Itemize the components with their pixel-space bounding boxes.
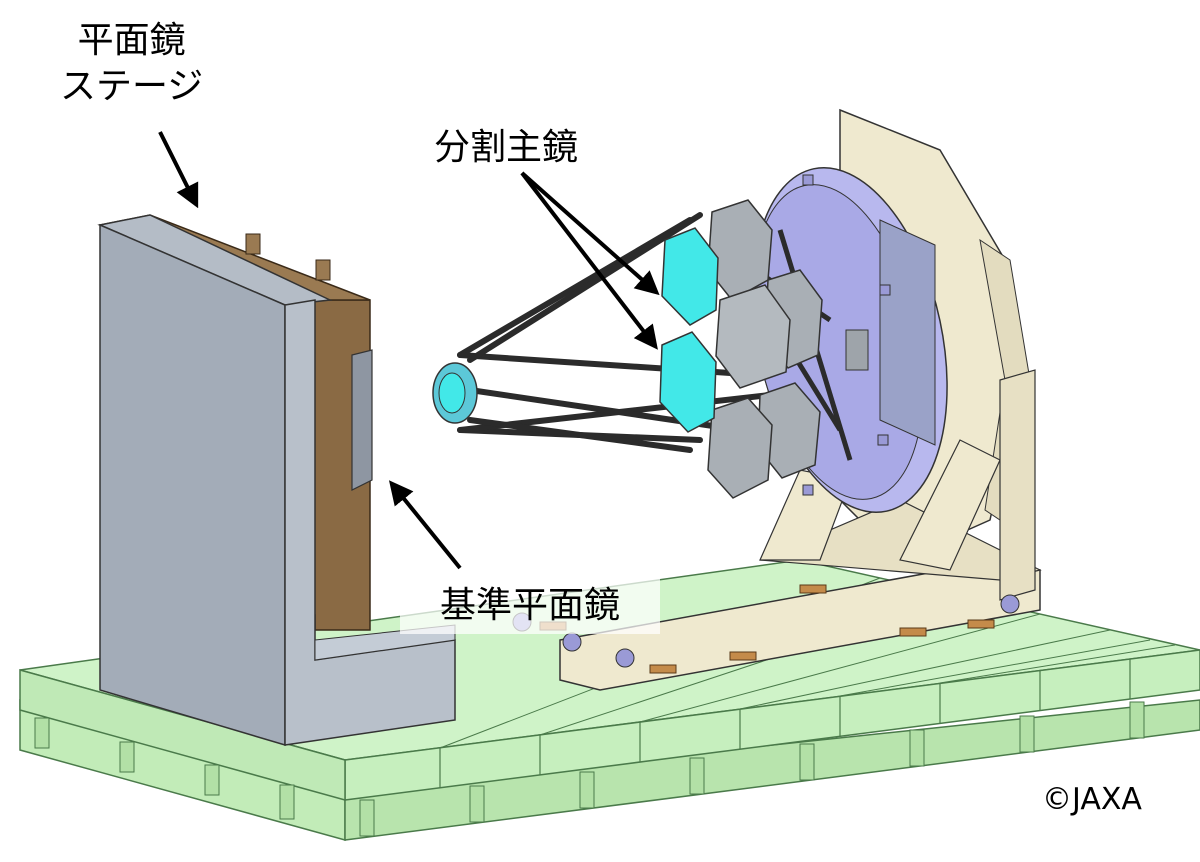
flat-mirror-stage-label-line1: 平面鏡 (77, 20, 186, 61)
secondary-mirror (432, 362, 478, 424)
segmented-primary-label: 分割主鏡 (434, 127, 579, 168)
copyright-label: ©JAXA (1042, 782, 1142, 817)
annotation-arrows (158, 131, 660, 570)
flat-mirror-stage (97, 214, 456, 747)
arrow-segment-bottom (520, 171, 658, 350)
arrow-segment-top (520, 171, 660, 296)
flat-mirror-stage-label: 平面鏡ステージ (60, 18, 203, 110)
flat-mirror-stage-label-line2: ステージ (60, 66, 204, 107)
arrow-flat-stage (158, 131, 199, 209)
segmented-primary-mirror (659, 174, 891, 499)
arrow-reference-flat (388, 480, 462, 570)
reference-flat-label: 基準平面鏡 (400, 572, 661, 634)
